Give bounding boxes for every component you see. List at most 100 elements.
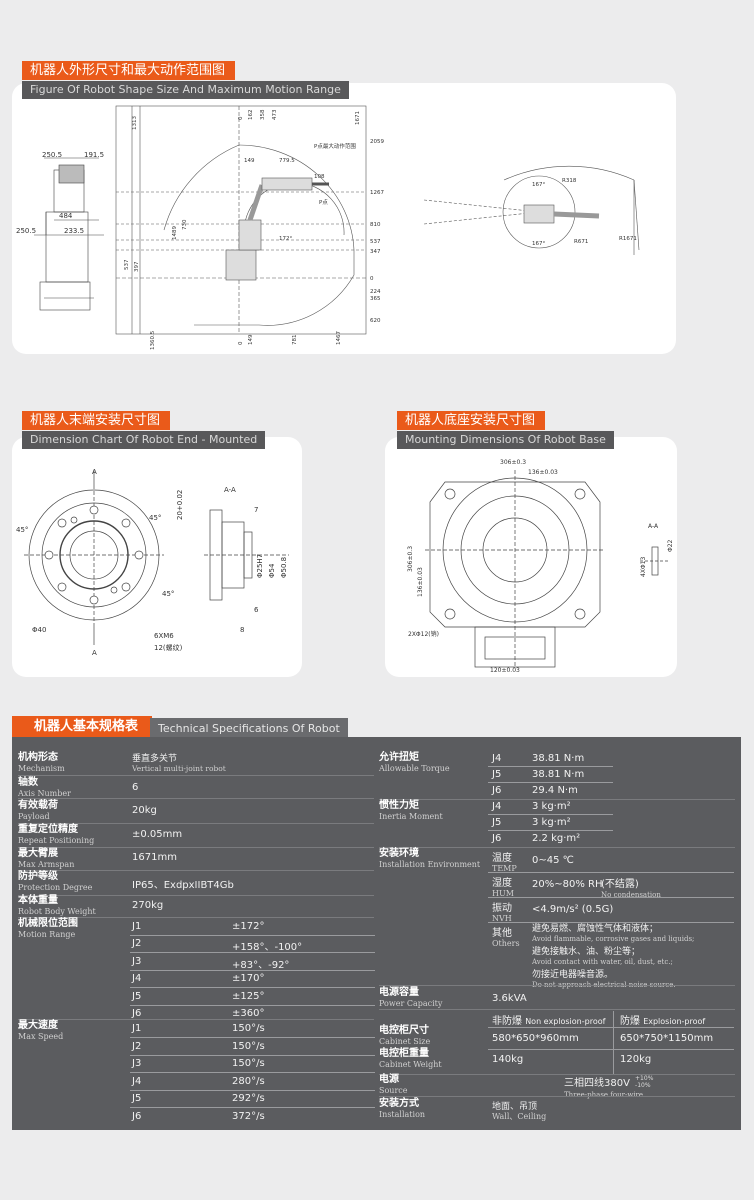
top-dim-0: 0 bbox=[238, 116, 244, 120]
tq-j4-value: 38.81 N·m bbox=[532, 753, 585, 764]
tq-j4-label: J4 bbox=[492, 753, 502, 764]
mr-j4-label: J4 bbox=[132, 973, 142, 984]
end-aa: A-A bbox=[224, 486, 236, 494]
inner-172: 172° bbox=[279, 236, 292, 242]
base-pin: 2XΦ12(销) bbox=[408, 630, 439, 638]
in-j4-value: 3 kg·m² bbox=[532, 801, 571, 812]
env-hum-value: 20%~80% RH bbox=[532, 879, 603, 890]
ms-j5-value: 292°/s bbox=[232, 1093, 265, 1104]
base-136-top: 136±0.03 bbox=[528, 469, 558, 476]
install-value: 地面、吊顶 Wall、Ceiling bbox=[492, 1102, 547, 1121]
ms-j1-value: 150°/s bbox=[232, 1023, 265, 1034]
top-167a: 167° bbox=[532, 182, 545, 188]
end-6: 6 bbox=[254, 606, 259, 614]
ms-j6-label: J6 bbox=[132, 1111, 142, 1122]
cab-weight-a: 140kg bbox=[492, 1054, 524, 1065]
env-hum-label: 湿度 HUM bbox=[492, 878, 514, 898]
inner-149: 149 bbox=[244, 158, 255, 164]
right-dim-1267: 1267 bbox=[370, 190, 384, 196]
bottom-dim-149: 149 bbox=[248, 334, 254, 345]
base-title-en: Mounting Dimensions Of Robot Base bbox=[397, 431, 614, 449]
dim-484: 484 bbox=[59, 212, 73, 220]
base-306-top: 306±0.3 bbox=[500, 459, 526, 466]
base-aa: A-A bbox=[648, 523, 659, 530]
env-temp-value: 0~45 ℃ bbox=[532, 855, 574, 866]
left-dim-537: 537 bbox=[124, 259, 130, 270]
end-45-a: 45° bbox=[16, 526, 28, 534]
mr-j3-value: +83°、-92° bbox=[232, 960, 290, 971]
ms-j1-label: J1 bbox=[132, 1023, 142, 1034]
env-block: 温度 TEMP 0~45 ℃ 湿度 HUM 20%~80% RH (不结露) N… bbox=[488, 847, 734, 989]
env-nvh-value: <4.9m/s² (0.5G) bbox=[532, 904, 614, 915]
top-dim-1313: 1313 bbox=[132, 116, 138, 130]
right-dim-620: 620 bbox=[370, 318, 381, 324]
source-value: 三相四线380V +10% -10% Three-phase four-wire bbox=[564, 1074, 654, 1100]
ms-j4-label: J4 bbox=[132, 1076, 142, 1087]
end-phi40: Φ40 bbox=[32, 626, 46, 634]
end-7: 7 bbox=[254, 506, 258, 514]
right-dim-0: 0 bbox=[370, 276, 374, 282]
in-j4-label: J4 bbox=[492, 801, 502, 812]
top-r318: R318 bbox=[562, 178, 577, 184]
end-phi50: Φ50.8 bbox=[280, 557, 288, 578]
inner-p: P点 bbox=[319, 199, 328, 206]
end-45-c: 45° bbox=[162, 590, 174, 598]
ms-j3-value: 150°/s bbox=[232, 1058, 265, 1069]
dim-191-5: 191.5 bbox=[84, 151, 104, 159]
tq-j5-label: J5 bbox=[492, 769, 502, 780]
right-dim-537: 537 bbox=[370, 239, 381, 245]
bottom-dim-1467: 1467 bbox=[336, 331, 342, 345]
mr-j2-value: +158°、-100° bbox=[232, 942, 303, 953]
base-306-left: 306±0.3 bbox=[407, 546, 414, 572]
end-flange-drawing: A A 45° 45° 45° Φ40 6XM6 12(螺纹) A-A 20+0… bbox=[16, 468, 289, 657]
base-title-zh: 机器人底座安装尺寸图 bbox=[397, 411, 546, 430]
env-temp-label: 温度 TEMP bbox=[492, 853, 517, 873]
tq-j6-label: J6 bbox=[492, 785, 502, 796]
top-r671: R671 bbox=[574, 239, 588, 245]
ms-j4-value: 280°/s bbox=[232, 1076, 265, 1087]
end-20: 20+0.02 bbox=[176, 490, 184, 520]
inner-779-5: 779.5 bbox=[279, 158, 295, 164]
cab-size-a: 580*650*960mm bbox=[492, 1033, 579, 1044]
top-dim-358: 358 bbox=[260, 109, 266, 120]
tq-j6-value: 29.4 N·m bbox=[532, 785, 578, 796]
dim-233-5: 233.5 bbox=[64, 227, 84, 235]
spec-power-value: 3.6kVA bbox=[492, 993, 527, 1004]
top-dim-473: 473 bbox=[272, 109, 278, 120]
right-dim-224: 224 bbox=[370, 289, 381, 295]
inner-108: 108 bbox=[314, 174, 325, 180]
left-dim-730: 730 bbox=[182, 219, 188, 230]
end-title-en: Dimension Chart Of Robot End - Mounted bbox=[22, 431, 266, 449]
cab-head-b: 防爆 Explosion-proof bbox=[620, 1016, 706, 1027]
spec-repeat-value: ±0.05mm bbox=[132, 829, 183, 840]
shape-title-en: Figure Of Robot Shape Size And Maximum M… bbox=[22, 81, 349, 99]
base-120: 120±0.03 bbox=[490, 667, 520, 674]
mr-j3-label: J3 bbox=[132, 956, 142, 967]
dim-250-5b: 250.5 bbox=[16, 227, 36, 235]
left-dim-1360-5: 1360.5 bbox=[150, 330, 156, 350]
right-dim-365: 365 bbox=[370, 296, 381, 302]
end-8: 8 bbox=[240, 626, 244, 634]
ms-j2-value: 150°/s bbox=[232, 1041, 265, 1052]
ms-j5-label: J5 bbox=[132, 1093, 142, 1104]
spec-title-en: Technical Specifications Of Robot bbox=[150, 718, 348, 739]
end-a-top: A bbox=[92, 468, 97, 476]
spec-protection-value: IP65、ExdpxIIBT4Gb bbox=[132, 880, 234, 891]
end-phi54: Φ54 bbox=[268, 563, 276, 578]
dim-250-5: 250.5 bbox=[42, 151, 62, 159]
spec-title-zh: 机器人基本规格表 bbox=[12, 716, 153, 737]
